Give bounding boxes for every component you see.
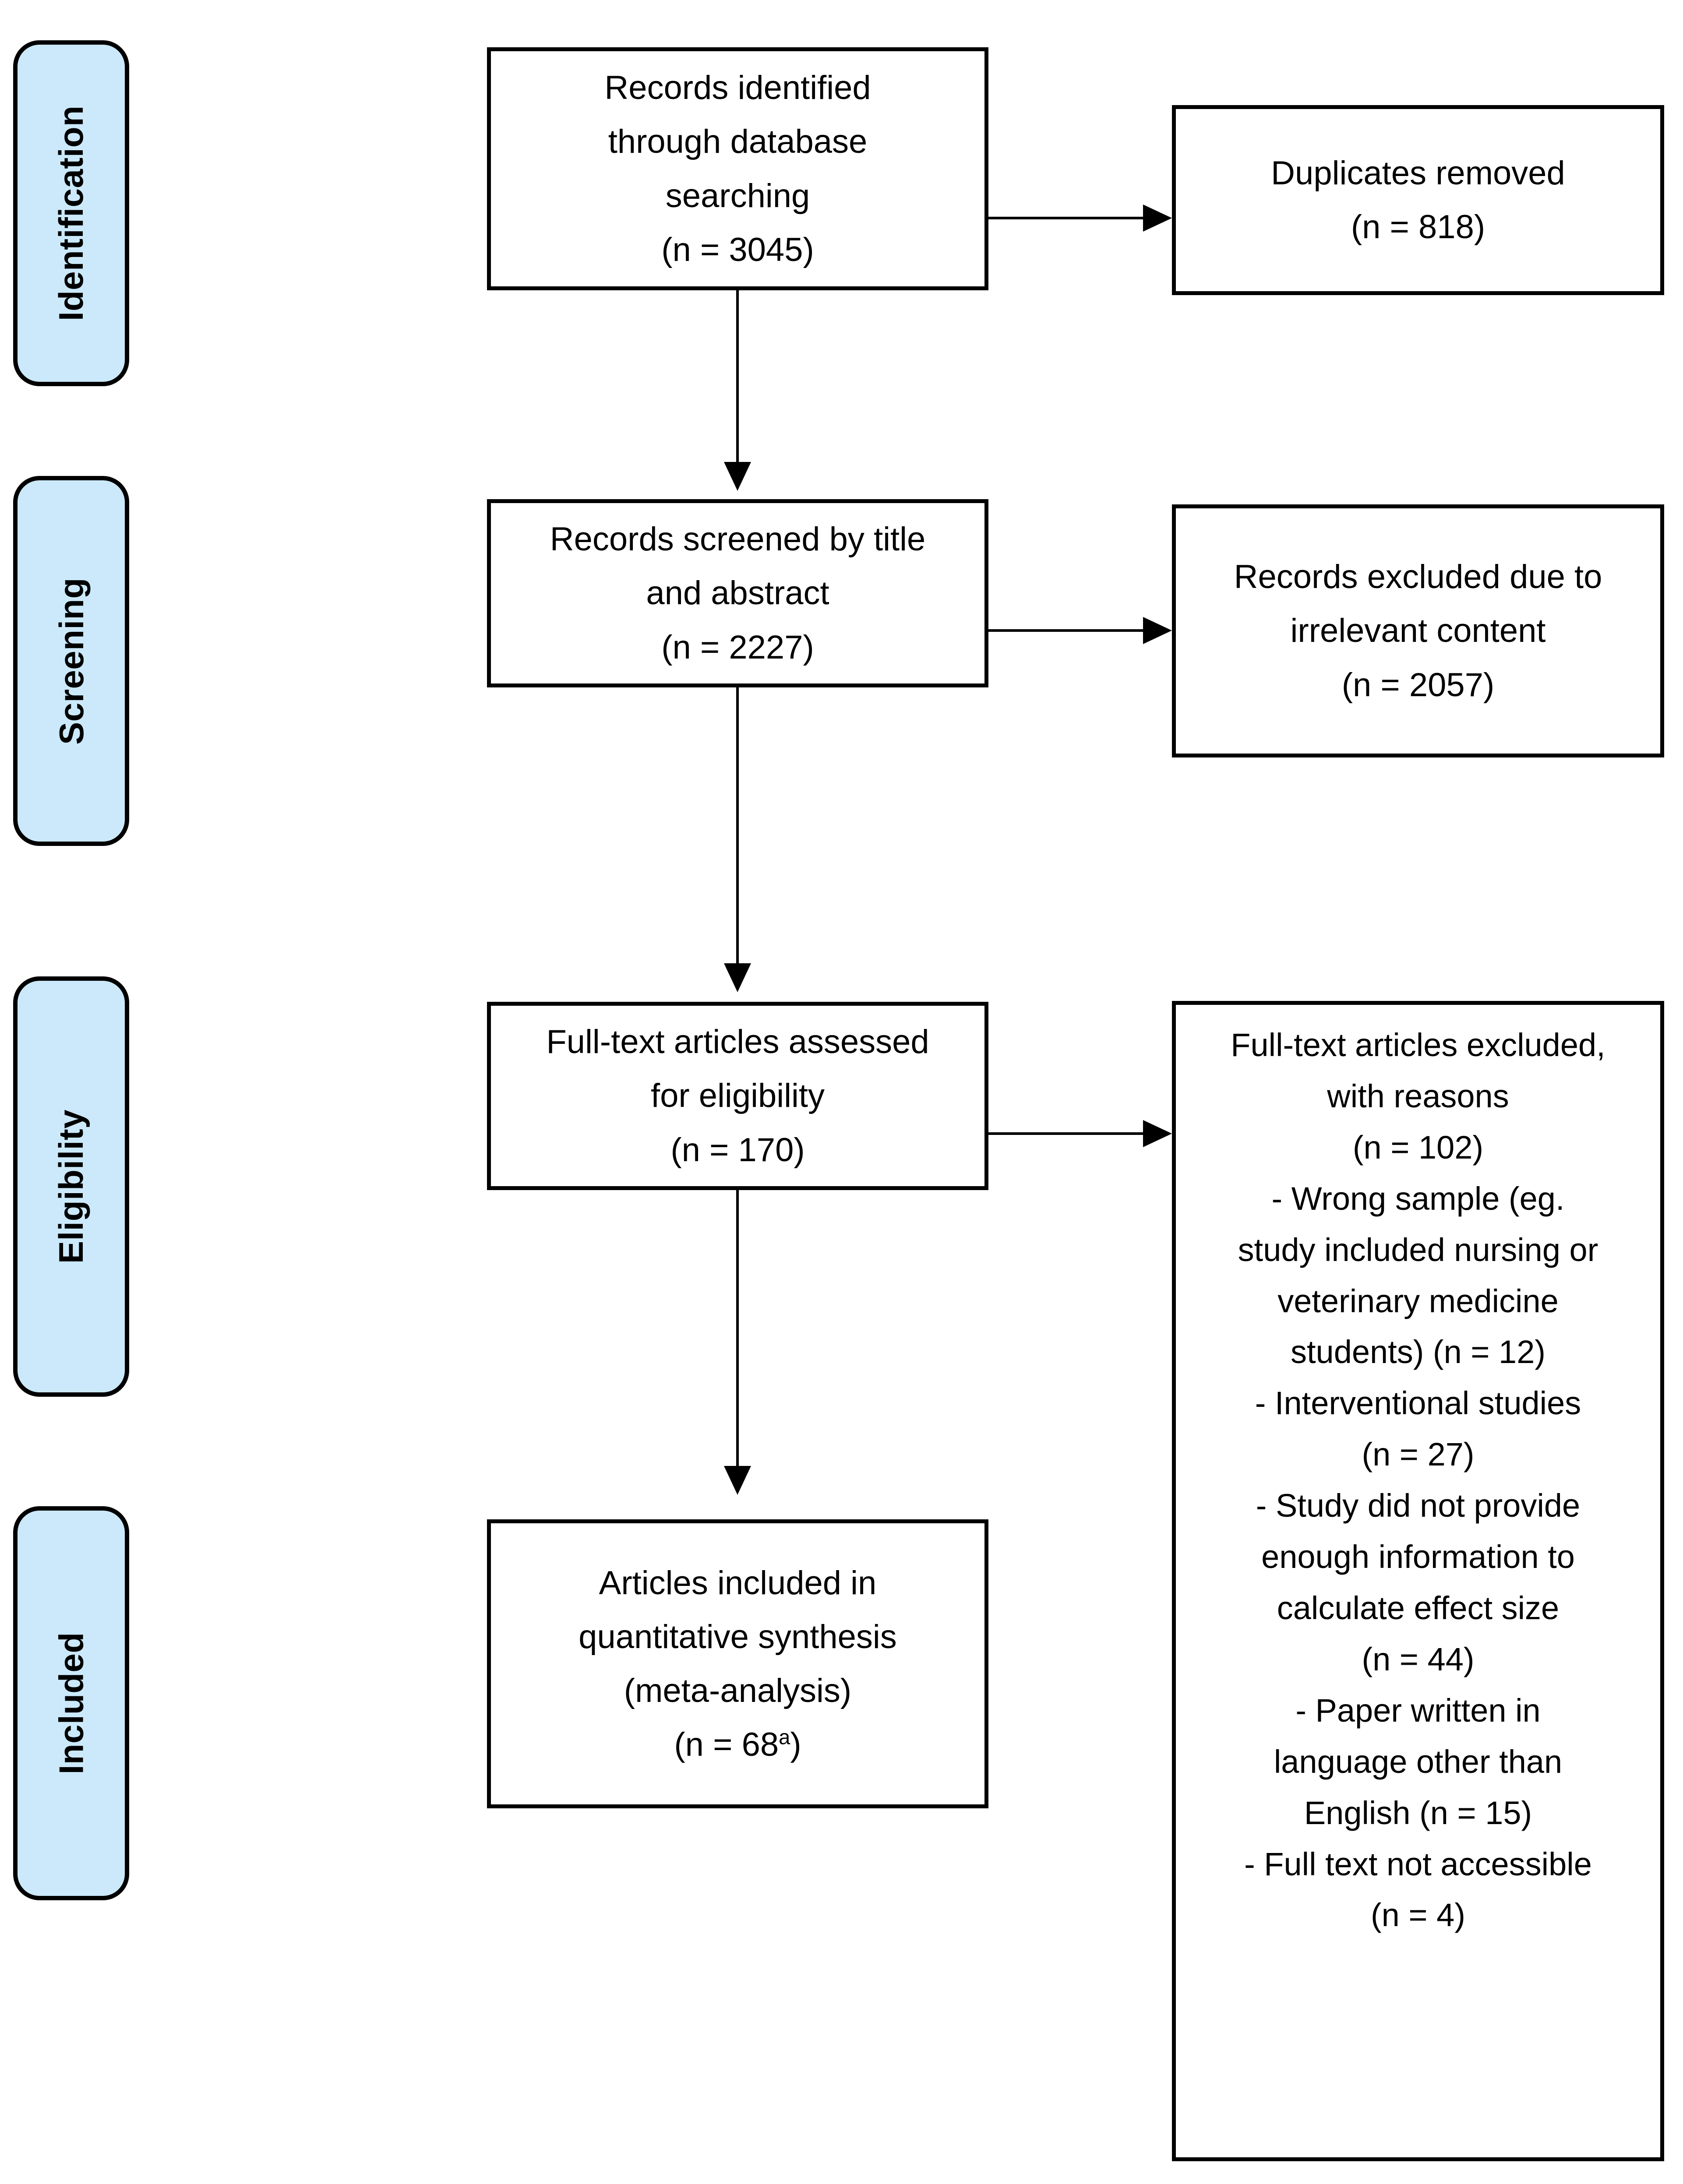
box-records-excluded-line-1: Records excluded due to <box>1234 558 1602 596</box>
box-fulltext-excluded-line-13: (n = 44) <box>1362 1641 1475 1677</box>
box-fulltext-excluded-line-8: - Interventional studies <box>1255 1385 1581 1422</box>
stage-label-eligibility: Eligibility <box>13 976 129 1397</box>
arrowhead-fulltext-to-included <box>724 1466 751 1495</box>
box-fulltext-excluded-line-7: students) (n = 12) <box>1290 1334 1546 1370</box>
box-fulltext-excluded-line-16: English (n = 15) <box>1304 1794 1532 1831</box>
box-fulltext-assessed-line-1: Full-text articles assessed <box>546 1023 929 1061</box>
box-records-screened-line-2: and abstract <box>646 574 829 612</box>
stage-label-identification-text: Identification <box>52 105 91 321</box>
box-records-identified-line-1: Records identified <box>604 69 871 107</box>
box-records-screened-count: (n = 2227) <box>661 628 814 666</box>
box-fulltext-assessed-count: (n = 170) <box>670 1131 805 1169</box>
box-fulltext-excluded-line-6: veterinary medicine <box>1277 1282 1559 1319</box>
box-fulltext-excluded-line-1: Full-text articles excluded, <box>1231 1027 1605 1063</box>
box-articles-included: Articles included in quantitative synthe… <box>487 1519 988 1808</box>
arrowhead-identified-to-duplicates <box>1143 204 1172 232</box>
box-articles-included-count-suffix: ) <box>790 1726 801 1764</box>
box-fulltext-assessed: Full-text articles assessed for eligibil… <box>487 1002 988 1190</box>
box-articles-included-line-3: (meta-analysis) <box>624 1672 852 1709</box>
connector-identified-to-screened <box>736 290 739 483</box>
box-fulltext-excluded-line-2: with reasons <box>1327 1078 1509 1114</box>
box-records-identified-count: (n = 3045) <box>661 231 814 268</box>
box-records-identified-line-3: searching <box>665 177 810 215</box>
box-fulltext-excluded-line-15: language other than <box>1274 1743 1563 1780</box>
arrowhead-screened-to-fulltext <box>724 963 751 992</box>
box-records-excluded: Records excluded due to irrelevant conte… <box>1172 504 1664 757</box>
box-records-screened-line-1: Records screened by title <box>550 521 926 558</box>
box-fulltext-excluded-line-9: (n = 27) <box>1362 1436 1475 1473</box>
box-records-excluded-count: (n = 2057) <box>1341 666 1495 704</box>
box-records-screened: Records screened by title and abstract (… <box>487 499 988 687</box>
box-duplicates-removed-line-1: Duplicates removed <box>1271 154 1565 192</box>
box-articles-included-line-1: Articles included in <box>599 1564 877 1602</box>
connector-screened-to-excluded <box>988 629 1144 632</box>
connector-screened-to-fulltext <box>736 687 739 985</box>
connector-fulltext-to-excluded <box>988 1132 1144 1135</box>
box-articles-included-count-superscript: a <box>779 1725 790 1749</box>
box-records-identified: Records identified through database sear… <box>487 47 988 290</box>
box-duplicates-removed-count: (n = 818) <box>1351 208 1485 246</box>
arrowhead-screened-to-excluded <box>1143 617 1172 644</box>
box-fulltext-excluded-line-17: - Full text not accessible <box>1244 1846 1592 1882</box>
connector-fulltext-to-included <box>736 1190 739 1488</box>
box-fulltext-excluded: Full-text articles excluded, with reason… <box>1172 1001 1664 2161</box>
stage-label-included-text: Included <box>52 1632 91 1775</box>
stage-label-screening-text: Screening <box>52 577 91 745</box>
stage-label-eligibility-text: Eligibility <box>52 1109 91 1264</box>
connector-identified-to-duplicates <box>988 217 1144 219</box>
box-fulltext-excluded-line-11: enough information to <box>1261 1539 1575 1575</box>
box-records-excluded-line-2: irrelevant content <box>1290 612 1546 650</box>
box-articles-included-count-prefix: (n = 68 <box>674 1726 779 1764</box>
box-articles-included-line-2: quantitative synthesis <box>579 1618 897 1656</box>
box-records-identified-line-2: through database <box>608 123 868 161</box>
stage-label-included: Included <box>13 1506 129 1900</box>
arrowhead-fulltext-to-excluded <box>1143 1120 1172 1147</box>
box-articles-included-count: (n = 68a) <box>674 1718 801 1772</box>
box-fulltext-excluded-line-4: - Wrong sample (eg. <box>1271 1180 1565 1217</box>
box-fulltext-excluded-count: (n = 102) <box>1352 1129 1484 1166</box>
box-fulltext-assessed-line-2: for eligibility <box>650 1077 825 1115</box>
stage-label-screening: Screening <box>13 476 129 846</box>
arrowhead-identified-to-screened <box>724 462 751 491</box>
box-fulltext-excluded-line-5: study included nursing or <box>1238 1231 1598 1268</box>
box-duplicates-removed: Duplicates removed (n = 818) <box>1172 105 1664 295</box>
box-fulltext-excluded-line-10: - Study did not provide <box>1256 1487 1581 1524</box>
box-fulltext-excluded-line-14: - Paper written in <box>1295 1692 1541 1729</box>
box-fulltext-excluded-line-18: (n = 4) <box>1371 1897 1465 1934</box>
box-fulltext-excluded-line-12: calculate effect size <box>1277 1589 1560 1626</box>
stage-label-identification: Identification <box>13 40 129 386</box>
